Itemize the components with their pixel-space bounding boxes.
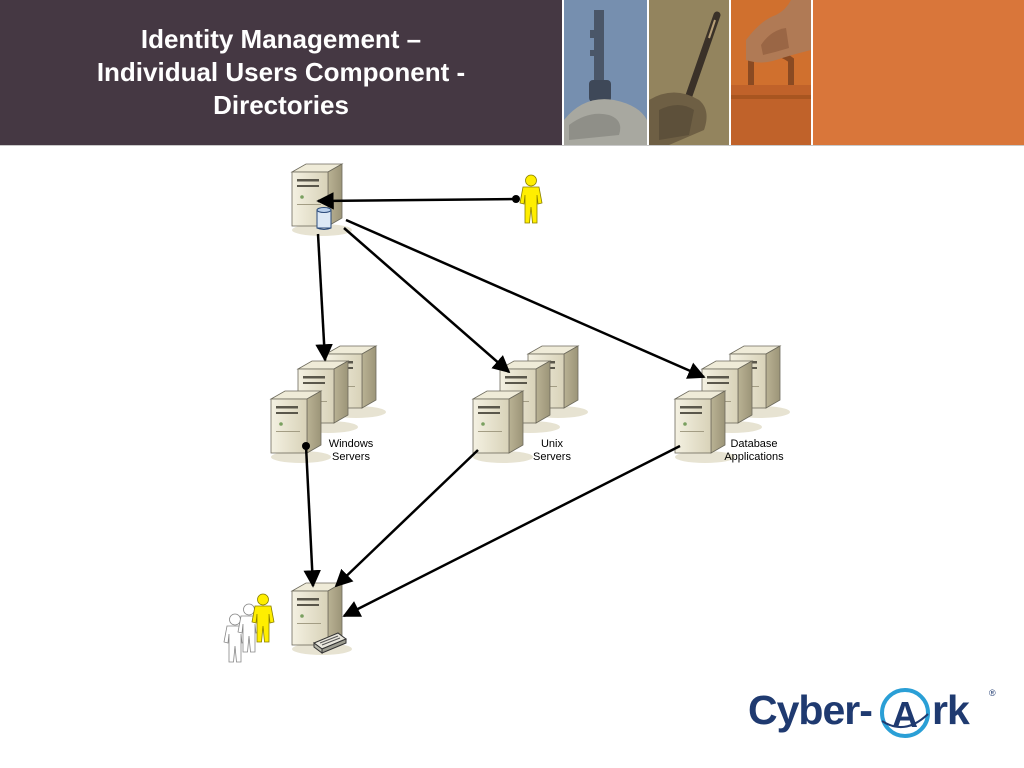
admin-user-icon	[519, 174, 543, 224]
end-users-icon	[223, 593, 275, 663]
pen-hand-icon	[649, 0, 729, 145]
logo-text-part2: rk	[932, 687, 970, 733]
database-icon	[316, 207, 332, 230]
orange-panel	[813, 0, 1024, 145]
title-line-2: Individual Users Component -	[96, 57, 466, 87]
slide-header: Identity Management – Individual Users C…	[0, 0, 1024, 146]
edge-database-to-audit	[342, 444, 681, 618]
key-photo	[564, 0, 647, 145]
title-panel: Identity Management – Individual Users C…	[0, 0, 562, 145]
header-divider	[0, 145, 1024, 146]
edge-directory-to-windows	[315, 233, 333, 362]
windows-servers-label: Windows Servers	[328, 438, 374, 463]
logo-text-part1: Cyber-	[748, 687, 873, 733]
edge-admin-to-directory	[316, 192, 520, 210]
briefcase-hand-icon	[731, 0, 811, 145]
logo-a-ring-icon: A	[880, 688, 930, 738]
database-applications-label: Database Applications	[724, 438, 784, 463]
title-line-1: Identity Management –	[140, 24, 422, 54]
briefcase-photo	[731, 0, 811, 145]
audit-server	[291, 582, 353, 656]
key-hand-icon	[564, 0, 647, 145]
printer-icon	[313, 632, 347, 654]
unix-servers-label: Unix Servers	[533, 438, 571, 463]
registered-mark: ®	[989, 688, 996, 698]
edge-directory-to-database	[345, 218, 706, 379]
edge-windows-to-audit	[302, 442, 321, 588]
logo-letter: A	[892, 694, 918, 735]
cyber-ark-logo: Cyber- A rk ®	[748, 684, 998, 744]
edge-directory-to-unix	[343, 227, 511, 374]
pen-photo	[649, 0, 729, 145]
directory-flow-diagram	[223, 163, 791, 663]
edge-unix-to-audit	[334, 449, 479, 588]
slide-title: Identity Management – Individual Users C…	[41, 23, 521, 122]
title-line-3: Directories	[213, 90, 349, 120]
